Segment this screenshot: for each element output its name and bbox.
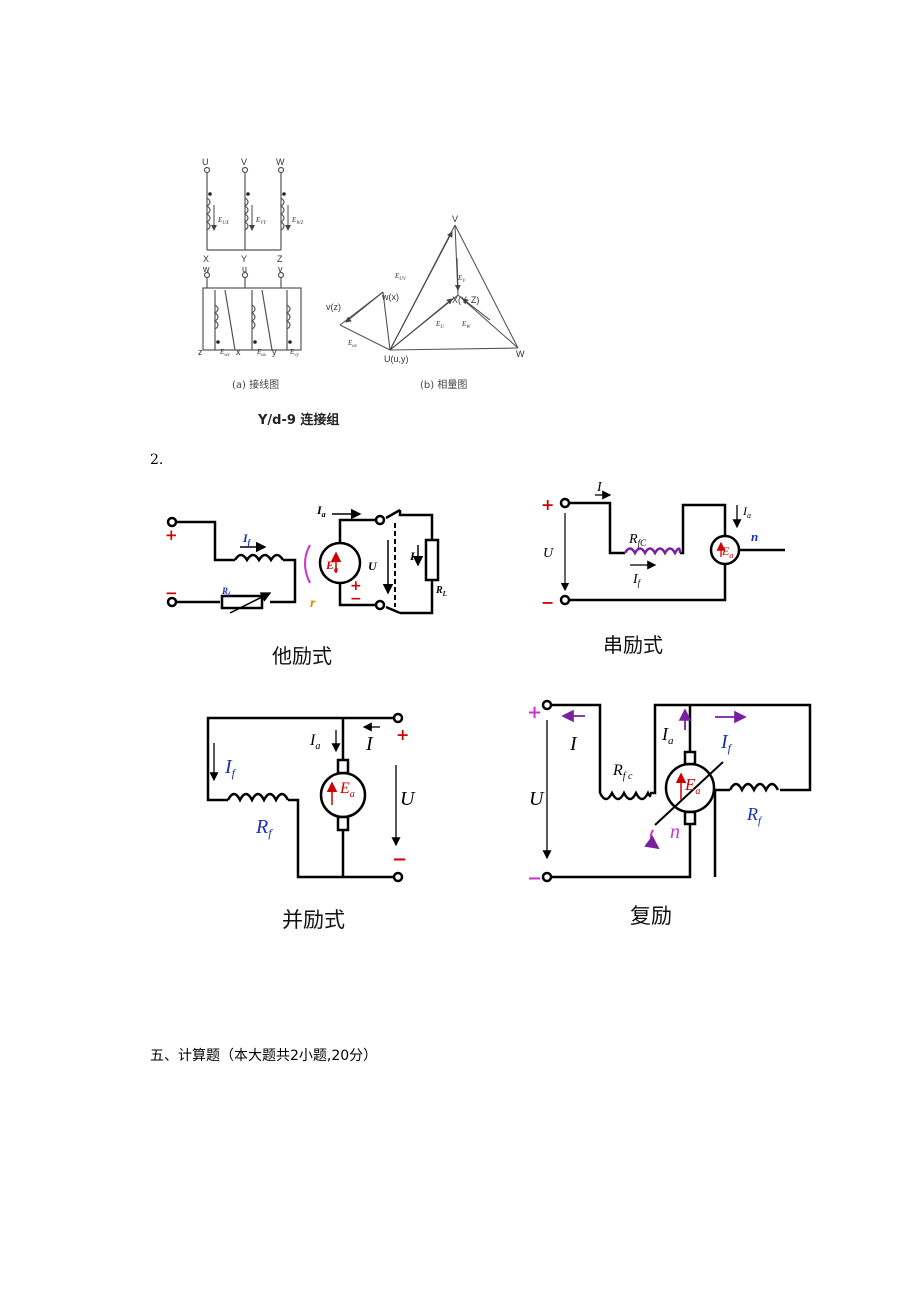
emf-label-ux: Eux — [256, 348, 267, 358]
emf-label-WZ: EWZ — [291, 216, 303, 226]
phasor-W: W — [516, 349, 525, 359]
label-Rf: Rf — [221, 586, 231, 598]
separate-circuit — [166, 508, 440, 615]
terminal-v: v — [278, 264, 283, 274]
label-Ia: Ia — [316, 503, 326, 519]
label-r: r — [310, 596, 316, 611]
emf-label-VY: EVY — [255, 216, 267, 226]
figure-separately-excited: + − + − r If Rf Ia Ea U I RL 他励式 — [160, 495, 460, 670]
caption-separately: 他励式 — [272, 644, 332, 668]
label-Ea: Ea — [325, 558, 338, 574]
label-U: U — [368, 559, 378, 573]
phasor-diagram — [339, 224, 519, 351]
label-If: If — [632, 572, 642, 588]
label-n: n — [751, 529, 758, 544]
terminal-plus: + — [396, 725, 409, 744]
label-I: I — [365, 733, 374, 755]
armature-plus: + — [350, 578, 362, 594]
label-I: I — [596, 480, 603, 495]
label-Ea: Ea — [721, 544, 733, 560]
terminal-w: w — [202, 264, 210, 274]
label-If: If — [242, 531, 252, 547]
question-number: 2. — [150, 452, 164, 468]
terminal-X: X — [203, 254, 209, 264]
terminal-minus: − — [541, 593, 554, 612]
phasor-E-UV: EUV — [394, 272, 407, 282]
terminal-plus: + — [527, 702, 542, 723]
terminal-V: V — [241, 157, 247, 167]
phasor-E-U: EU — [435, 320, 444, 330]
label-Ia: Ia — [742, 504, 751, 520]
emf-label-UX: EUX — [217, 216, 230, 226]
phasor-w: w(x) — [381, 292, 399, 302]
label-U: U — [543, 546, 554, 561]
phasor-v: v(z) — [326, 302, 341, 312]
terminal-plus: + — [541, 495, 554, 514]
phasor-E-V: EV — [457, 274, 466, 284]
figure-shunt-excited: + − I U Ia Ea If Rf 并励式 — [200, 705, 425, 935]
figure-series-excited: + − I U RfC If Ia Ea n 串励式 — [535, 475, 800, 657]
label-I: I — [409, 549, 416, 563]
armature-minus: − — [350, 591, 362, 607]
primary-windings — [202, 166, 302, 351]
label-Ea: Ea — [684, 775, 700, 797]
terminal-plus: + — [165, 526, 178, 544]
label-If: If — [720, 731, 733, 755]
terminal-Z: Z — [277, 254, 283, 264]
caption-shunt: 并励式 — [282, 908, 345, 932]
label-Ia: Ia — [661, 724, 674, 747]
terminal-Y: Y — [241, 254, 247, 264]
emf-label-vy: Evy — [289, 348, 300, 358]
label-Ea: Ea — [339, 780, 355, 800]
terminal-W: W — [276, 157, 285, 167]
phasor-V: V — [452, 214, 458, 224]
polarity-dots — [208, 192, 292, 344]
compound-circuit — [541, 699, 812, 883]
figure-title: Y/d-9 连接组 — [257, 412, 339, 428]
label-Rf: Rf — [255, 816, 273, 840]
terminal-x: x — [236, 347, 241, 357]
phasor-X: X(Y, Z) — [452, 295, 479, 305]
phasor-E-W: EW — [461, 320, 471, 330]
label-U: U — [400, 788, 416, 810]
label-n: n — [670, 821, 680, 843]
label-Rf: Rf — [746, 804, 763, 827]
terminal-u: u — [242, 264, 247, 274]
section-heading: 五、计算题（本大题共2小题,20分） — [150, 1048, 378, 1064]
caption-wiring: (a) 接线图 — [232, 378, 279, 391]
terminal-z: z — [198, 347, 203, 357]
label-Rfc: RfC — [628, 532, 647, 548]
figure-compound-excited: + − I U Rf c Ia Ea If Rf n 复励 — [525, 690, 815, 935]
yd9-diagram: U V W X Y Z w u v z x y EUX EVY EWZ Ewz … — [198, 157, 525, 428]
phasor-U: U(u,y) — [384, 354, 409, 364]
terminal-minus: − — [165, 584, 178, 602]
terminal-y: y — [272, 347, 277, 357]
caption-series: 串励式 — [603, 633, 663, 657]
caption-phasor: (b) 相量图 — [420, 378, 467, 391]
label-Rfc: Rf c — [612, 762, 633, 782]
figure-yd9: U V W X Y Z w u v z x y EUX EVY EWZ Ewz … — [190, 150, 550, 440]
label-Ia: Ia — [309, 732, 320, 752]
emf-label-wz: Ewz — [219, 348, 230, 358]
terminal-minus: − — [527, 868, 542, 889]
emf-arrows — [211, 205, 291, 231]
caption-compound: 复励 — [630, 904, 672, 928]
phasor-E-uv: Euv — [347, 339, 358, 349]
terminal-minus: − — [392, 849, 407, 870]
label-U: U — [529, 788, 545, 810]
terminal-U: U — [202, 157, 209, 167]
label-RL: RL — [435, 585, 447, 598]
label-If: If — [224, 756, 237, 780]
label-I: I — [569, 733, 578, 755]
